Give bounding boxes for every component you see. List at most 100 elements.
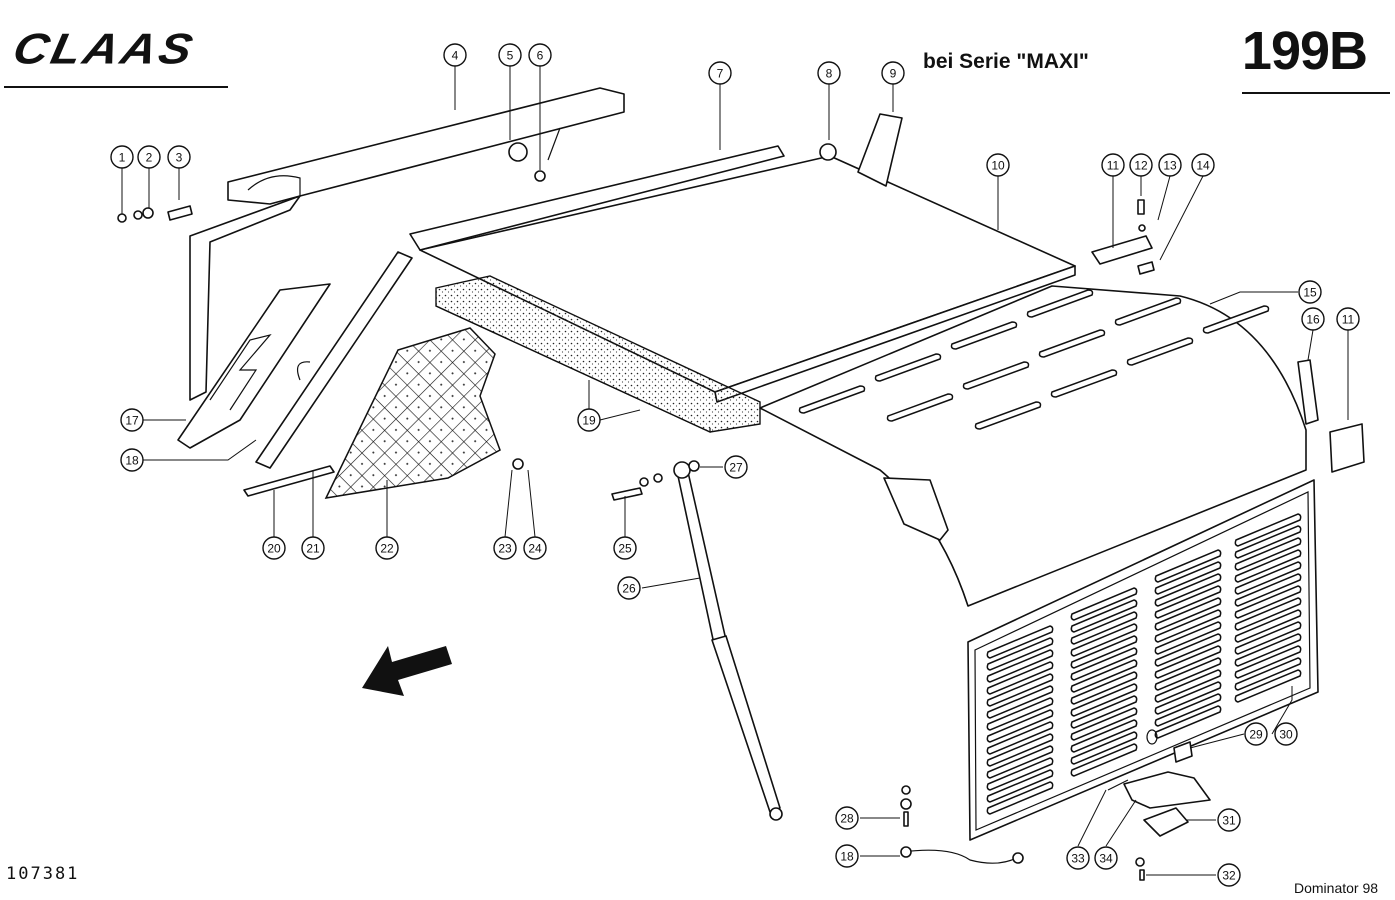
grille-slot [1070,647,1138,681]
grille-slot [1154,657,1222,691]
callout-label: 17 [125,414,139,428]
leader-lines [121,66,1349,876]
hood-slot [1114,297,1182,326]
grille-slot [1070,659,1138,693]
part-22-insulation-mat [324,327,501,499]
grille-slot [986,733,1054,767]
grille-slot [986,769,1054,803]
callout-15: 15 [1298,280,1322,304]
grille-slot [1154,621,1222,655]
grille-slot [1070,635,1138,669]
callout-7: 7 [708,61,732,85]
callout-label: 28 [840,812,854,826]
hood-slot [962,361,1030,390]
callout-label: 8 [826,67,833,81]
model-name: Dominator 98 [1294,880,1379,896]
grille-slot [1234,597,1302,631]
callout-label: 11 [1342,313,1355,327]
callout-3: 3 [167,145,191,169]
hood-slot [798,385,866,414]
callout-label: 32 [1222,869,1236,883]
logo-underline [4,86,228,88]
callout-23: 23 [493,536,517,560]
grille-slot [1070,707,1138,741]
hood-slot [974,401,1042,430]
grille-slot [1154,669,1222,703]
grille-slot [986,721,1054,755]
grille-slot [1154,597,1222,631]
grille-slot [1154,609,1222,643]
hood-slot [950,321,1018,350]
grille-slot [1154,645,1222,679]
grille-slot [1154,681,1222,715]
grille-slot [1070,731,1138,765]
callout-13: 13 [1158,153,1182,177]
sheet-number-underline [1242,92,1390,94]
grille-slot [1154,705,1222,739]
callout-label: 3 [176,151,183,165]
callout-11: 11 [1101,153,1125,177]
direction-arrow [362,646,452,696]
grille-slot [1070,719,1138,753]
grille-slot [986,661,1054,695]
callout-label: 30 [1279,728,1293,742]
callout-2: 2 [137,145,161,169]
grille-slot [1154,633,1222,667]
callout-label: 14 [1196,159,1210,173]
callout-label: 5 [507,49,514,63]
grille-slot [1070,695,1138,729]
callout-label: 2 [146,151,153,165]
callout-label: 27 [729,461,743,475]
callout-27: 27 [724,455,748,479]
fasteners [117,142,1211,881]
grille-slot [1154,573,1222,607]
callout-label: 21 [306,542,320,556]
grille-slot [1154,585,1222,619]
callout-21: 21 [301,536,325,560]
grille-slot [1234,585,1302,619]
callout-label: 18 [125,454,139,468]
callout-25: 25 [613,536,637,560]
grille-slot [1070,587,1138,621]
callout-20: 20 [262,536,286,560]
grille-slot [1070,611,1138,645]
callout-11: 11 [1336,307,1360,331]
grille-slot [1070,599,1138,633]
callout-18: 18 [835,844,859,868]
hood-slot [874,353,942,382]
part-26-gas-strut [673,461,783,821]
part-16-seal-strip [1297,359,1319,425]
callout-5: 5 [498,43,522,67]
callout-17: 17 [120,408,144,432]
grille-vent-slots [986,513,1302,815]
callout-label: 10 [991,159,1005,173]
part-21-side-frame [255,251,413,469]
callout-label: 7 [717,67,724,81]
callout-32: 32 [1217,863,1241,887]
callout-label: 20 [267,542,281,556]
grille-slot [1070,743,1138,777]
callout-30: 30 [1274,722,1298,746]
grille-slot [986,673,1054,707]
grille-slot [1070,671,1138,705]
drawing-number: 107381 [6,864,80,884]
grille-slot [1234,513,1302,547]
callout-31: 31 [1217,808,1241,832]
callout-label: 12 [1134,159,1148,173]
grille-slot [1234,669,1302,703]
part-9-hinge-bracket [857,113,903,187]
callout-label: 24 [528,542,542,556]
grille-slot [986,697,1054,731]
callout-label: 4 [452,49,459,63]
grille-slot [1154,561,1222,595]
callout-label: 29 [1249,728,1263,742]
hood-slot [1038,329,1106,358]
grille-slot [1234,633,1302,667]
part-11-hinge [1091,235,1365,473]
grille-slot [1154,693,1222,727]
part-20-strip [243,465,335,497]
hood-slot [886,393,954,422]
grille-slot [986,649,1054,683]
callout-26: 26 [617,576,641,600]
